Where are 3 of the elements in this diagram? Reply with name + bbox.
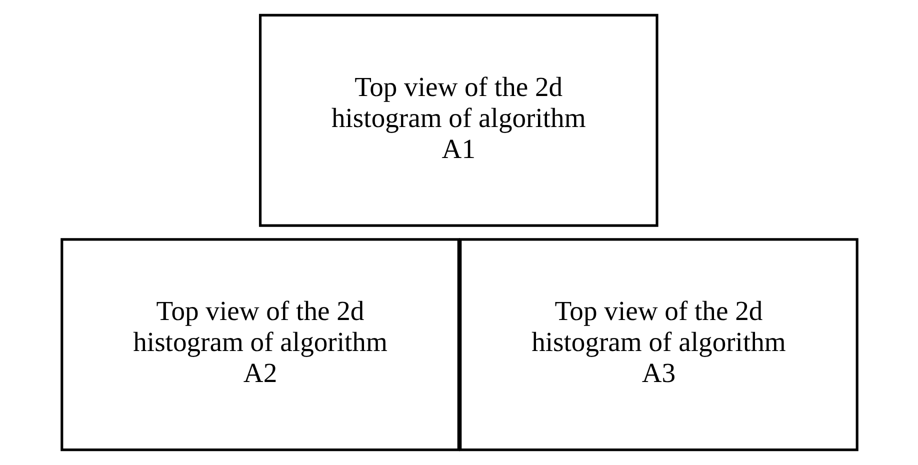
node-box: Top view of the 2d histogram of algorithm A1 — [258, 14, 658, 227]
node-box: Top view of the 2d histogram of algorithm A3 — [458, 238, 858, 452]
node-box: Top view of the 2d histogram of algorithm A2 — [60, 238, 460, 452]
